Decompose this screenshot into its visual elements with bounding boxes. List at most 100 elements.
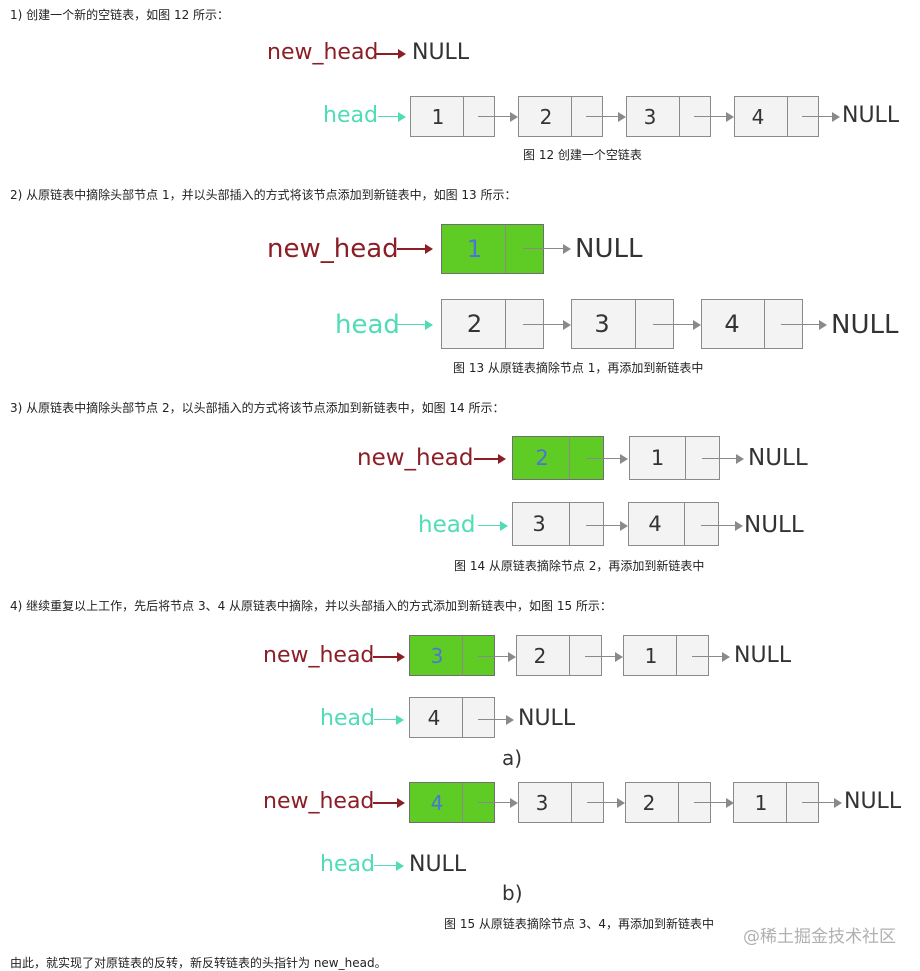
arrow-icon — [397, 244, 433, 254]
new-head-label: new_head — [267, 234, 399, 264]
node-value: 2 — [539, 104, 553, 129]
node-pointer — [571, 783, 603, 822]
null-label: NULL — [831, 310, 899, 340]
new-head-label: new_head — [357, 445, 474, 471]
node-value: 2 — [535, 446, 549, 470]
node-pointer — [462, 636, 494, 675]
node-pointer — [679, 97, 710, 136]
node-pointer — [764, 300, 802, 348]
null-label: NULL — [842, 103, 900, 128]
list-node: 2 — [516, 635, 602, 676]
arrow-icon — [694, 112, 734, 122]
arrow-icon — [586, 521, 628, 531]
node-pointer — [463, 97, 494, 136]
new-head-label: new_head — [267, 40, 379, 65]
null-label: NULL — [409, 852, 467, 877]
node-value: 3 — [430, 643, 444, 668]
node-pointer — [505, 300, 543, 348]
list-node: 2 — [625, 782, 711, 823]
figure-caption: 图 14 从原链表摘除节点 2，再添加到新链表中 — [454, 559, 705, 573]
arrow-icon — [478, 715, 514, 725]
node-pointer — [787, 97, 818, 136]
node-pointer — [684, 503, 718, 545]
null-label: NULL — [575, 234, 643, 264]
null-label: NULL — [412, 40, 470, 65]
arrow-icon — [474, 454, 506, 464]
node-value: 3 — [594, 310, 610, 338]
arrow-icon — [373, 652, 405, 662]
arrow-icon — [586, 112, 626, 122]
list-node: 1 — [623, 635, 709, 676]
list-node-highlighted: 3 — [409, 635, 495, 676]
head-label: head — [335, 310, 400, 340]
new-head-label: new_head — [263, 789, 375, 814]
node-pointer — [678, 783, 710, 822]
list-node: 3 — [512, 502, 604, 546]
head-label: head — [323, 103, 378, 128]
node-pointer — [786, 783, 818, 822]
node-value: 3 — [535, 790, 549, 815]
node-pointer — [635, 300, 673, 348]
node-value: 4 — [430, 790, 444, 815]
arrow-icon — [585, 652, 623, 662]
list-node-highlighted: 1 — [441, 224, 544, 274]
figure-caption: 图 13 从原链表摘除节点 1，再添加到新链表中 — [453, 361, 704, 375]
node-pointer — [462, 698, 494, 737]
arrow-icon — [478, 112, 518, 122]
null-label: NULL — [744, 512, 804, 538]
figure-caption: 图 15 从原链表摘除节点 3、4，再添加到新链表中 — [444, 917, 714, 931]
node-value: 4 — [648, 512, 662, 536]
head-label: head — [418, 512, 476, 538]
arrow-icon — [702, 454, 744, 464]
arrow-icon — [397, 320, 433, 330]
head-label: head — [320, 852, 375, 877]
arrow-icon — [653, 320, 701, 330]
node-pointer — [569, 437, 603, 479]
step-3-text: 3) 从原链表中摘除头部节点 2，以头部插入的方式将该节点添加到新链表中，如图 … — [10, 401, 505, 415]
watermark: @稀土掘金技术社区 — [743, 927, 896, 947]
arrow-icon — [694, 798, 734, 808]
list-node-highlighted: 2 — [512, 436, 604, 480]
null-label: NULL — [734, 643, 792, 668]
subfigure-label-b: b) — [502, 881, 523, 905]
list-node: 2 — [518, 96, 603, 137]
null-label: NULL — [844, 789, 902, 814]
list-node: 4 — [409, 697, 495, 738]
head-label: head — [320, 706, 375, 731]
node-value: 1 — [754, 790, 768, 815]
node-pointer — [676, 636, 708, 675]
list-node: 4 — [628, 502, 719, 546]
node-value: 2 — [642, 790, 656, 815]
arrow-icon — [376, 49, 406, 59]
node-pointer — [569, 636, 601, 675]
node-value: 1 — [650, 446, 665, 470]
arrow-icon — [802, 112, 840, 122]
figure-caption: 图 12 创建一个空链表 — [523, 148, 642, 162]
arrow-icon — [478, 798, 518, 808]
arrow-icon — [802, 798, 842, 808]
conclusion-text: 由此，就实现了对原链表的反转，新反转链表的头指针为 new_head。 — [10, 956, 387, 970]
arrow-icon — [701, 521, 743, 531]
arrow-icon — [692, 652, 730, 662]
node-pointer — [462, 783, 494, 822]
node-pointer — [569, 503, 603, 545]
node-pointer — [571, 97, 602, 136]
list-node: 1 — [629, 436, 720, 480]
arrow-icon — [523, 244, 571, 254]
arrow-icon — [373, 798, 405, 808]
node-value: 3 — [532, 512, 546, 536]
node-value: 1 — [644, 643, 658, 668]
node-value: 1 — [466, 235, 483, 263]
arrow-icon — [781, 320, 827, 330]
step-4-text: 4) 继续重复以上工作，先后将节点 3、4 从原链表中摘除，并以头部插入的方式添… — [10, 599, 612, 613]
step-2-text: 2) 从原链表中摘除头部节点 1，并以头部插入的方式将该节点添加到新链表中，如图… — [10, 188, 517, 202]
node-pointer — [685, 437, 719, 479]
step-1-text: 1) 创建一个新的空链表，如图 12 所示： — [10, 8, 230, 22]
node-value: 3 — [643, 104, 657, 129]
arrow-icon — [374, 861, 404, 871]
arrow-icon — [523, 320, 571, 330]
node-value: 2 — [533, 643, 547, 668]
node-value: 4 — [751, 104, 765, 129]
node-value: 1 — [431, 104, 445, 129]
node-pointer — [505, 225, 543, 273]
